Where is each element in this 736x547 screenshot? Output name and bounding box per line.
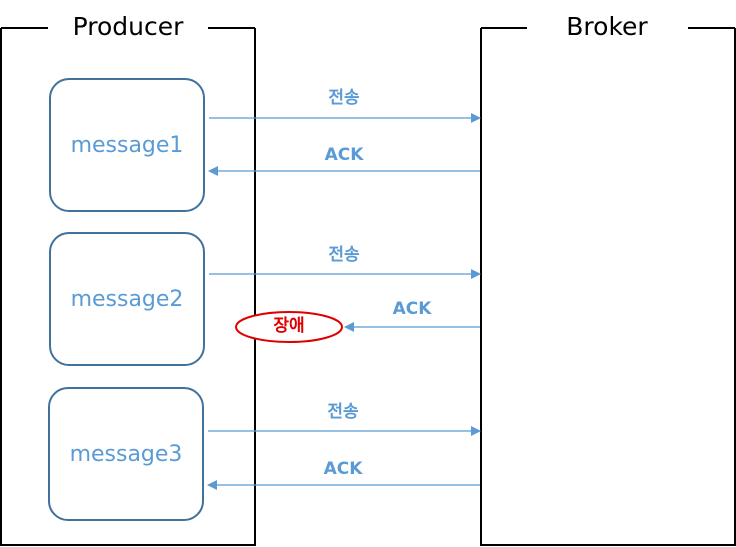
ack-label-1: ACK	[324, 145, 364, 165]
producer-frame	[0, 27, 256, 546]
send-label-3: 전송	[327, 402, 359, 422]
ack-label-2: ACK	[392, 299, 432, 319]
broker-frame	[480, 27, 736, 546]
producer-title: Producer	[50, 12, 206, 42]
send-label-2: 전송	[328, 245, 360, 265]
fault-label: 장애	[273, 316, 305, 336]
send-label-1: 전송	[328, 88, 360, 108]
broker-title: Broker	[528, 12, 686, 42]
message-label-1: message1	[70, 132, 184, 158]
message-label-3: message3	[69, 441, 183, 467]
message-box-2: message2	[49, 232, 205, 366]
ack-label-3: ACK	[323, 459, 363, 479]
message-label-2: message2	[70, 286, 184, 312]
message-box-3: message3	[48, 387, 204, 521]
fault-marker	[235, 311, 343, 343]
message-box-1: message1	[49, 78, 205, 212]
